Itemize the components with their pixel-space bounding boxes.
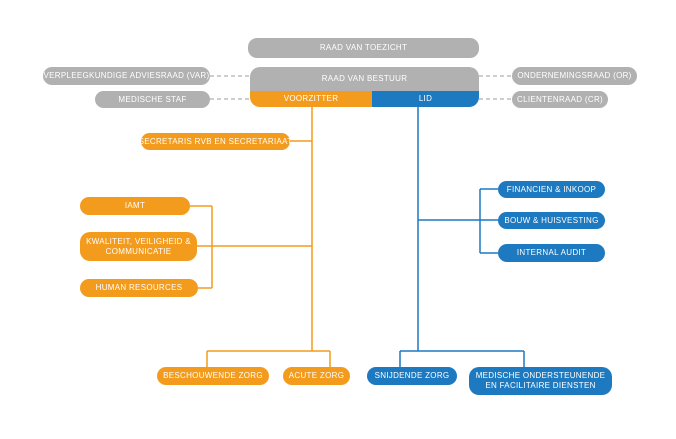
node-clientenraad: CLIENTENRAAD (CR) — [512, 91, 608, 108]
node-internal-audit: INTERNAL AUDIT — [498, 244, 605, 262]
label-kwaliteit-line1: KWALITEIT, VEILIGHEID & — [86, 236, 191, 246]
node-verpleegkundige-adviesraad: VERPLEEGKUNDIGE ADVIESRAAD (VAR) — [43, 67, 210, 85]
label-internal-audit: INTERNAL AUDIT — [516, 248, 587, 257]
label-ondernemingsraad: ONDERNEMINGSRAAD (OR) — [517, 71, 632, 80]
label-iamt: IAMT — [124, 201, 146, 210]
node-medische-staf: MEDISCHE STAF — [95, 91, 210, 108]
node-medische-ondersteunende: MEDISCHE ONDERSTEUNENDE EN FACILITAIRE D… — [469, 367, 612, 395]
node-acute-zorg: ACUTE ZORG — [283, 367, 350, 385]
label-acute-zorg: ACUTE ZORG — [288, 371, 345, 380]
label-medische-staf: MEDISCHE STAF — [118, 94, 187, 104]
node-iamt: IAMT — [80, 197, 190, 215]
label-financien-inkoop: FINANCIEN & INKOOP — [506, 184, 597, 194]
node-snijdende-zorg: SNIJDENDE ZORG — [367, 367, 457, 385]
label-medische-ondersteunende-line2: EN FACILITAIRE DIENSTEN — [485, 381, 596, 390]
label-bouw-huisvesting: BOUW & HUISVESTING — [504, 215, 599, 225]
node-kwaliteit-veiligheid: KWALITEIT, VEILIGHEID & COMMUNICATIE — [80, 232, 197, 261]
node-lid: LID — [372, 91, 479, 107]
node-secretaris-rvb: SECRETARIS RVB EN SECRETARIAAT — [141, 133, 290, 150]
node-beschouwende-zorg: BESCHOUWENDE ZORG — [157, 367, 269, 385]
label-raad-van-bestuur: RAAD VAN BESTUUR — [321, 74, 408, 83]
label-secretaris-rvb: SECRETARIS RVB EN SECRETARIAAT — [141, 136, 290, 146]
label-medische-ondersteunende-line1: MEDISCHE ONDERSTEUNENDE — [475, 371, 606, 380]
label-human-resources: HUMAN RESOURCES — [95, 283, 183, 292]
label-beschouwende-zorg: BESCHOUWENDE ZORG — [163, 371, 263, 380]
label-clientenraad: CLIENTENRAAD (CR) — [517, 94, 603, 104]
node-ondernemingsraad: ONDERNEMINGSRAAD (OR) — [512, 67, 637, 85]
label-snijdende-zorg: SNIJDENDE ZORG — [374, 371, 450, 380]
node-financien-inkoop: FINANCIEN & INKOOP — [498, 181, 605, 198]
label-raad-van-toezicht: RAAD VAN TOEZICHT — [319, 43, 408, 52]
node-human-resources: HUMAN RESOURCES — [80, 279, 198, 297]
node-raad-van-bestuur: RAAD VAN BESTUUR — [250, 67, 479, 91]
node-voorzitter: VOORZITTER — [250, 91, 372, 107]
label-kwaliteit-line2: COMMUNICATIE — [105, 246, 172, 256]
node-bouw-huisvesting: BOUW & HUISVESTING — [498, 212, 605, 229]
node-raad-van-toezicht: RAAD VAN TOEZICHT — [248, 38, 479, 58]
label-verpleegkundige-adviesraad: VERPLEEGKUNDIGE ADVIESRAAD (VAR) — [43, 71, 210, 80]
label-voorzitter: VOORZITTER — [283, 94, 339, 103]
label-lid: LID — [418, 94, 433, 103]
